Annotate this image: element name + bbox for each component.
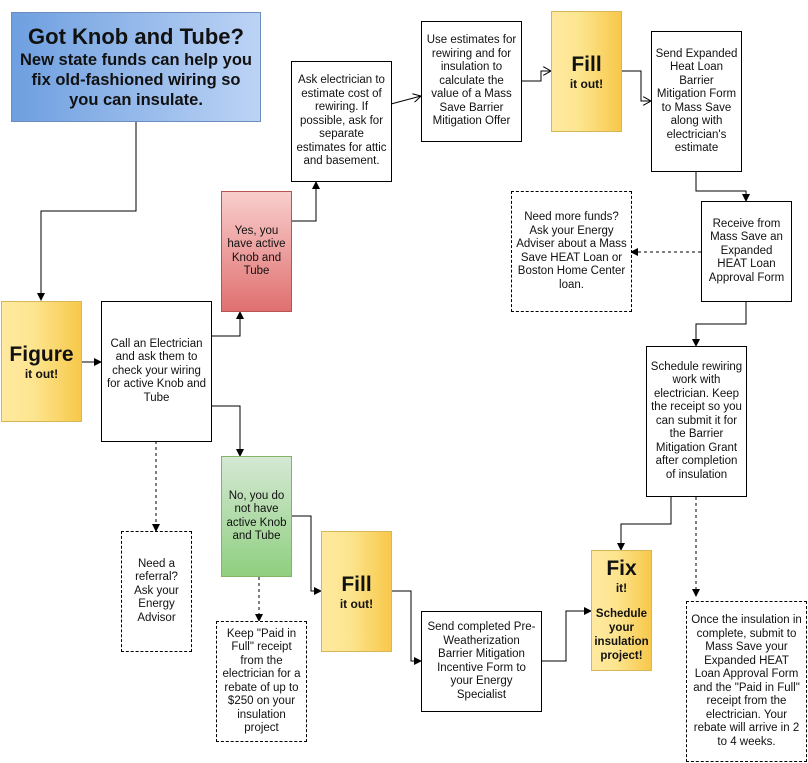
- arrow-yes-to-ask: [291, 181, 320, 222]
- arrow-use-to-fill: [521, 71, 551, 82]
- use-estimates-box: Use estimates for rewiring and for insul…: [421, 21, 522, 142]
- fix-sublabel: it!: [615, 581, 628, 595]
- figure-it-out-box: Figure it out!: [1, 301, 82, 422]
- ask-estimate-box: Ask electrician to estimate cost of rewi…: [291, 61, 392, 182]
- more-funds-box: Need more funds? Ask your Energy Adviser…: [511, 191, 632, 312]
- arrow-send-to-receive: [695, 172, 750, 202]
- fill-it-out-top-box: Fill it out!: [551, 11, 622, 132]
- fill-top-sublabel: it out!: [569, 76, 604, 91]
- arrow-call-to-no: [211, 405, 244, 457]
- arrow-fill-to-send: [621, 70, 651, 101]
- send-completed-form-box: Send completed Pre-Weatherization Barrie…: [421, 611, 542, 712]
- figure-sublabel: it out!: [24, 366, 59, 381]
- title-heading: Got Knob and Tube?: [28, 24, 244, 49]
- no-knob-tube-box: No, you do not have active Knob and Tube: [221, 456, 292, 577]
- fill-bottom-label: Fill: [341, 572, 372, 596]
- fill-bottom-sublabel: it out!: [339, 596, 374, 611]
- arrow-ask-to-use: [390, 96, 421, 105]
- fill-it-out-bottom-box: Fill it out!: [321, 531, 392, 652]
- fix-note: Schedule your insulation project!: [594, 608, 649, 662]
- arrow-call-to-yes: [211, 311, 244, 337]
- schedule-rewiring-box: Schedule rewiring work with electrician.…: [646, 346, 747, 497]
- figure-label: Figure: [9, 342, 74, 366]
- arrow-fill-to-sendcompleted: [391, 590, 422, 665]
- fill-top-label: Fill: [571, 52, 602, 76]
- title-box: Got Knob and Tube? New state funds can h…: [11, 12, 261, 122]
- paid-in-full-box: Keep "Paid in Full" receipt from the ele…: [216, 621, 307, 742]
- arrow-no-to-fill: [291, 515, 322, 595]
- fix-it-box: Fix it! Schedule your insulation project…: [591, 550, 652, 671]
- once-insulation-box: Once the insulation in complete, submit …: [686, 601, 807, 762]
- yes-knob-tube-box: Yes, you have active Knob and Tube: [221, 191, 292, 312]
- fix-label: Fix: [606, 557, 637, 580]
- send-expanded-form-box: Send Expanded Heat Loan Barrier Mitigati…: [651, 31, 742, 172]
- referral-box: Need a referral? Ask your Energy Advisor: [121, 531, 192, 652]
- arrow-receive-to-schedule: [692, 302, 747, 347]
- title-subheading: New state funds can help you fix old-fas…: [20, 51, 252, 109]
- arrow-title-to-figure: [37, 122, 137, 301]
- receive-approval-box: Receive from Mass Save an Expanded HEAT …: [701, 201, 792, 302]
- arrow-sendcompleted-to-fix: [541, 607, 592, 662]
- arrow-schedule-to-fix: [617, 497, 672, 551]
- call-electrician-box: Call an Electrician and ask them to chec…: [101, 301, 212, 442]
